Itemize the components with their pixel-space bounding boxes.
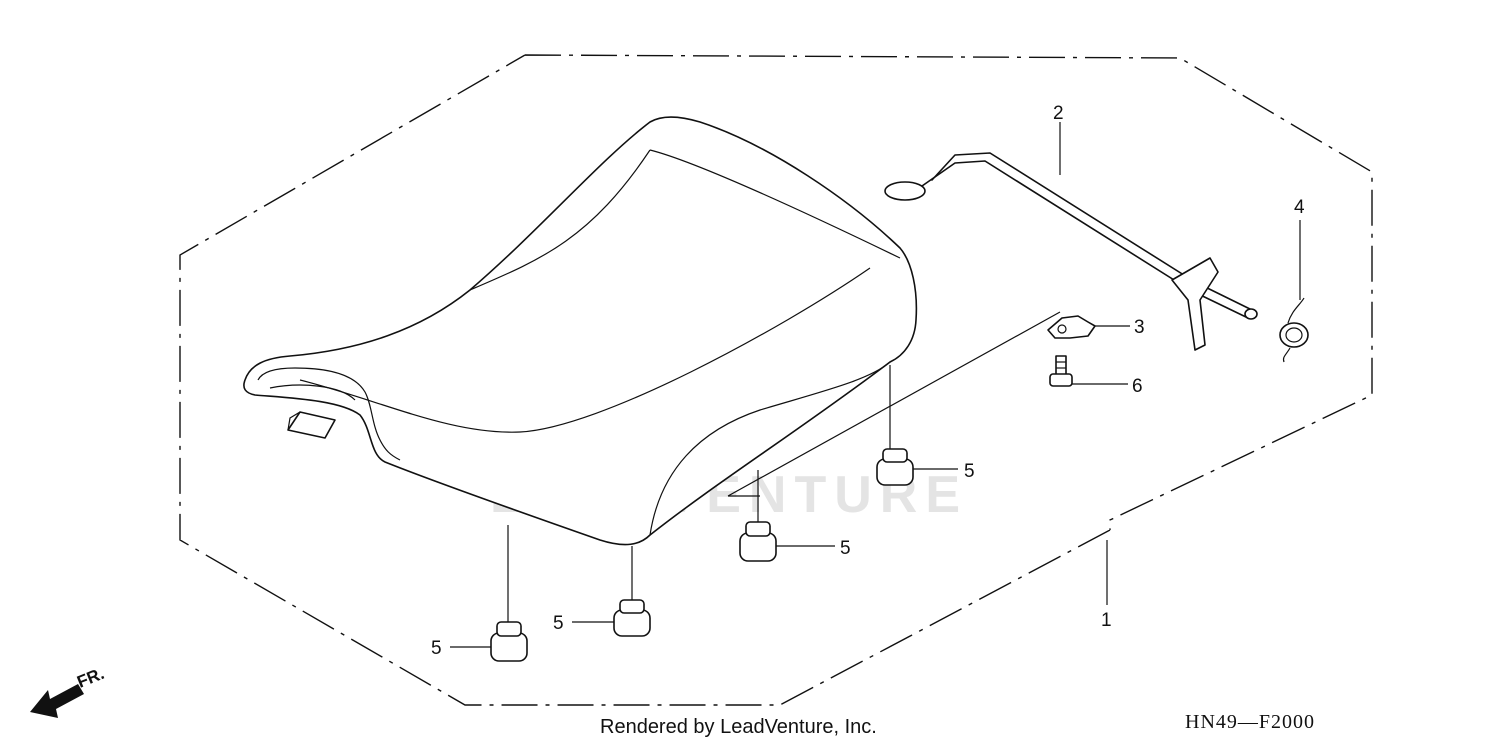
callout-4: 4 (1294, 197, 1305, 218)
assembly-boundary (179, 54, 1373, 706)
cushion (876, 448, 914, 486)
render-credit: Rendered by LeadVenture, Inc. (600, 716, 877, 738)
bolt (1049, 355, 1073, 387)
callout-5: 5 (964, 461, 975, 482)
seat-lock-clip (1047, 315, 1096, 339)
callout-3: 3 (1134, 317, 1145, 338)
seat-lock-rod (884, 152, 1258, 351)
front-direction-label: FR. (74, 664, 107, 692)
cushion (613, 599, 651, 637)
callout-2: 2 (1053, 103, 1064, 124)
cushion (739, 521, 777, 562)
front-direction-arrow-icon: FR. (30, 664, 107, 718)
callout-5: 5 (431, 638, 442, 659)
diagram-code: HN49—F2000 (1185, 711, 1316, 733)
seat (243, 116, 918, 546)
callout-5: 5 (553, 613, 564, 634)
seat-lock-spring (1279, 297, 1309, 363)
leader-line (727, 311, 1061, 497)
cushion (490, 621, 528, 662)
callout-5: 5 (840, 538, 851, 559)
callout-6: 6 (1132, 376, 1143, 397)
callout-1: 1 (1101, 610, 1112, 631)
